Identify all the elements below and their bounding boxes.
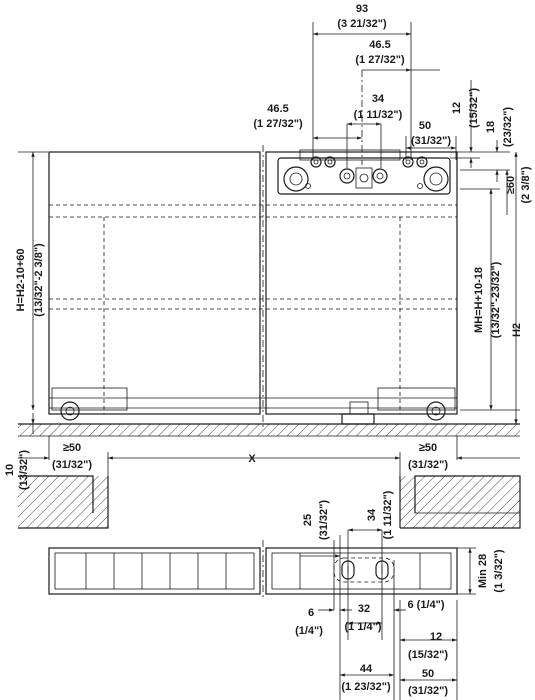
dim-12-right-inch: (15/32") xyxy=(468,88,480,128)
dim-34-top: 34 xyxy=(372,93,385,105)
dim-34-bot-inch: (1 11/32") xyxy=(382,490,394,539)
dim-6-left: 6 xyxy=(308,607,314,619)
plan-right-door xyxy=(265,547,458,595)
dim-50-top-inch: (31/32") xyxy=(411,135,451,147)
dim-50-left: ≥50 xyxy=(63,442,81,454)
bottom-right-runner xyxy=(377,387,456,411)
dim-93-inch: (3 21/32") xyxy=(337,18,387,30)
dim-6-left-inch: (1/4") xyxy=(295,625,323,637)
dim-50-top: 50 xyxy=(419,120,431,132)
carriage-plate xyxy=(277,157,451,195)
dim-32-inch: (1 1/4") xyxy=(344,621,381,633)
dim-60-right-inch: (2 3/8") xyxy=(520,166,532,203)
dim-34-bot: 34 xyxy=(366,508,378,521)
plan-left-door xyxy=(48,547,261,595)
left-floor-wheel-icon xyxy=(60,401,80,421)
dim-6-right: 6 (1/4") xyxy=(407,599,444,611)
dim-50-right: ≥50 xyxy=(419,442,437,454)
dim-18-right: 18 xyxy=(485,121,497,133)
dim-44-inch: (1 23/32") xyxy=(341,681,391,693)
dim-46-5-left: 46.5 xyxy=(267,103,288,115)
wall-section xyxy=(18,475,521,529)
dim-32: 32 xyxy=(358,603,370,615)
top-track-hardware xyxy=(277,149,451,195)
dim-50-left-inch: (31/32") xyxy=(52,459,92,471)
dim-50-bot-inch: (31/32") xyxy=(408,685,448,697)
dimension-labels: 93 (3 21/32") 46.5 (1 27/32") 46.5 (1 27… xyxy=(4,3,532,697)
left-door-panel xyxy=(48,151,261,415)
dim-44: 44 xyxy=(360,663,373,675)
dim-12-right: 12 xyxy=(451,102,463,114)
h2-label: H2 xyxy=(511,323,523,337)
right-floor-wheel-icon xyxy=(426,401,446,421)
floor-guide xyxy=(341,413,375,425)
dimension-lines xyxy=(18,22,520,700)
dim-46-5-top: 46.5 xyxy=(369,39,390,51)
dim-10-inch: (13/32") xyxy=(18,450,30,490)
door-elevation xyxy=(48,145,458,430)
dim-x: X xyxy=(248,453,256,465)
bottom-left-runner xyxy=(51,387,128,411)
dim-93: 93 xyxy=(356,3,368,15)
dim-50-bot: 50 xyxy=(422,668,434,680)
mh-formula: MH=H+10-18 xyxy=(473,267,485,333)
dim-50-right-inch: (31/32") xyxy=(408,459,448,471)
dim-min28-inch: (1 3/32") xyxy=(493,549,505,592)
dim-12-bot: 12 xyxy=(430,631,442,643)
mh-formula-inch: (13/32"-23/32") xyxy=(490,261,502,338)
dim-10: 10 xyxy=(4,464,16,476)
plan-view xyxy=(48,540,458,600)
h-formula: H=H2-10+60 xyxy=(15,249,27,312)
dim-12-bot-inch: (15/32") xyxy=(408,649,448,661)
right-carriage-roller-icon xyxy=(423,166,449,192)
left-carriage-roller-icon xyxy=(283,166,309,192)
dim-18-right-inch: (23/32") xyxy=(502,107,514,147)
dim-25-inch: (31/32") xyxy=(318,500,330,540)
dim-25: 25 xyxy=(302,514,314,526)
dim-46-5-left-inch: (1 27/32") xyxy=(253,118,303,130)
dim-34-top-inch: (1 11/32") xyxy=(354,109,403,121)
dim-min28: Min 28 xyxy=(477,554,489,588)
floor-section xyxy=(18,423,520,437)
h-formula-inch: (13/32"-2 3/8") xyxy=(33,243,45,317)
dim-60-right: ≥60 xyxy=(505,176,517,194)
dim-46-5-top-inch: (1 27/32") xyxy=(355,54,405,66)
